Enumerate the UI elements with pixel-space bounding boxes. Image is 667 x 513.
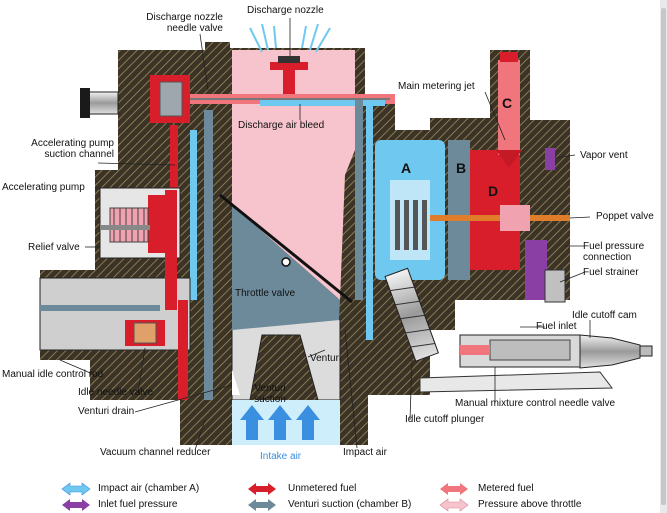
legend-label-inlet-fuel: Inlet fuel pressure bbox=[98, 499, 178, 510]
mixture-control-spring bbox=[489, 339, 571, 361]
label-relief-valve: Relief valve bbox=[28, 242, 80, 253]
chamber-letter-c: C bbox=[502, 95, 513, 111]
main-metering-jet-cone bbox=[496, 150, 522, 168]
legend-swatch-impact-air bbox=[61, 482, 91, 496]
discharge-spray bbox=[249, 23, 331, 53]
idle-fuel-channel bbox=[178, 300, 188, 400]
scrollbar-thumb[interactable] bbox=[661, 8, 666, 505]
left-knob-cap bbox=[80, 88, 90, 118]
idle-cutoff-cam bbox=[579, 334, 641, 369]
needle-valve-spring bbox=[159, 81, 183, 117]
inlet-fuel-column bbox=[525, 240, 547, 300]
relief-valve-stem bbox=[100, 225, 150, 230]
idle-cutoff-cam-end bbox=[639, 345, 653, 357]
label-idle-needle-valve: Idle needle valve bbox=[78, 387, 154, 398]
idle-needle-spring bbox=[133, 322, 157, 344]
idle-control-rod bbox=[40, 305, 160, 311]
idle-cutoff-plunger bbox=[384, 267, 440, 362]
intake-arrows bbox=[240, 405, 320, 440]
label-manual-mixture-control-needle-valve: Manual mixture control needle valve bbox=[455, 398, 616, 409]
legend-swatch-unmetered-fuel bbox=[248, 483, 276, 495]
air-bleed-channel bbox=[260, 100, 385, 106]
label-vacuum-channel-reducer: Vacuum channel reducer bbox=[100, 447, 211, 458]
legend-label-above-throttle: Pressure above throttle bbox=[478, 499, 582, 510]
legend-swatches bbox=[61, 482, 469, 512]
label-idle-cutoff-plunger: Idle cutoff plunger bbox=[405, 414, 485, 425]
venturi-drain bbox=[232, 370, 240, 395]
left-impact-channel bbox=[190, 130, 197, 300]
legend-label-impact-air: Impact air (chamber A) bbox=[98, 483, 200, 494]
chamber-letter-a: A bbox=[401, 160, 412, 176]
label-vapor-vent: Vapor vent bbox=[580, 150, 628, 161]
label-poppet-valve: Poppet valve bbox=[596, 211, 654, 222]
left-knob bbox=[87, 91, 119, 115]
label-accelerating-pump: Accelerating pump bbox=[2, 182, 85, 193]
fuel-strainer bbox=[544, 269, 566, 303]
throttle-plate bbox=[219, 193, 353, 304]
idle-right-red bbox=[165, 190, 177, 310]
legend-swatch-inlet-fuel bbox=[62, 499, 90, 511]
throttle-shaft bbox=[281, 257, 291, 267]
mixture-lever-arm bbox=[419, 371, 613, 393]
leader-lines bbox=[59, 18, 591, 451]
label-fuel-strainer: Fuel strainer bbox=[583, 267, 639, 278]
vapor-vent-valve bbox=[545, 148, 555, 170]
chamber-c-column bbox=[498, 60, 520, 155]
left-suction-channel bbox=[204, 110, 213, 400]
chamber-letter-b: B bbox=[456, 160, 467, 176]
label-impact-air: Impact air bbox=[343, 447, 387, 458]
legend-label-metered-fuel: Metered fuel bbox=[478, 483, 534, 494]
legend-label-unmetered-fuel: Unmetered fuel bbox=[288, 483, 357, 494]
label-discharge-air-bleed: Discharge air bleed bbox=[238, 120, 325, 131]
right-suction-channel bbox=[355, 100, 363, 300]
poppet-valve-head bbox=[500, 205, 530, 231]
chamber-letter-d: D bbox=[488, 183, 499, 199]
label-discharge-nozzle-needle-valve: Discharge nozzle needle valve bbox=[146, 12, 223, 34]
label-intake-air: Intake air bbox=[260, 451, 302, 462]
label-main-metering-jet: Main metering jet bbox=[398, 81, 475, 92]
legend-label-venturi-suction: Venturi suction (chamber B) bbox=[288, 499, 412, 510]
legend-swatch-metered-fuel bbox=[440, 483, 468, 495]
right-impact-channel bbox=[366, 100, 373, 340]
label-venturi-drain: Venturi drain bbox=[78, 406, 135, 417]
label-discharge-nozzle: Discharge nozzle bbox=[247, 5, 324, 16]
label-manual-idle-control-rod: Manual idle control rod bbox=[2, 369, 104, 380]
chamber-a-diaphragm bbox=[395, 200, 427, 250]
label-fuel-inlet: Fuel inlet bbox=[536, 321, 577, 332]
label-accelerating-pump-suction-channel: Accelerating pump suction channel bbox=[31, 138, 114, 160]
chamber-b bbox=[448, 140, 470, 280]
label-idle-cutoff-cam: Idle cutoff cam bbox=[572, 310, 637, 321]
discharge-nozzle-body bbox=[270, 62, 308, 70]
label-venturi-suction: Venturi suction bbox=[254, 383, 286, 405]
legend-swatch-above-throttle bbox=[439, 498, 469, 512]
label-venturi: Venturi bbox=[310, 353, 342, 364]
legend-swatch-venturi-suction bbox=[248, 499, 276, 511]
discharge-nozzle-cap bbox=[278, 56, 300, 63]
label-fuel-pressure-connection: Fuel pressure connection bbox=[583, 241, 645, 263]
throat-above-throttle bbox=[232, 50, 355, 300]
chamber-c-cap bbox=[500, 52, 518, 62]
label-throttle-valve: Throttle valve bbox=[235, 288, 296, 299]
mixture-control-fuel bbox=[460, 345, 490, 355]
discharge-nozzle-stem bbox=[283, 70, 295, 98]
